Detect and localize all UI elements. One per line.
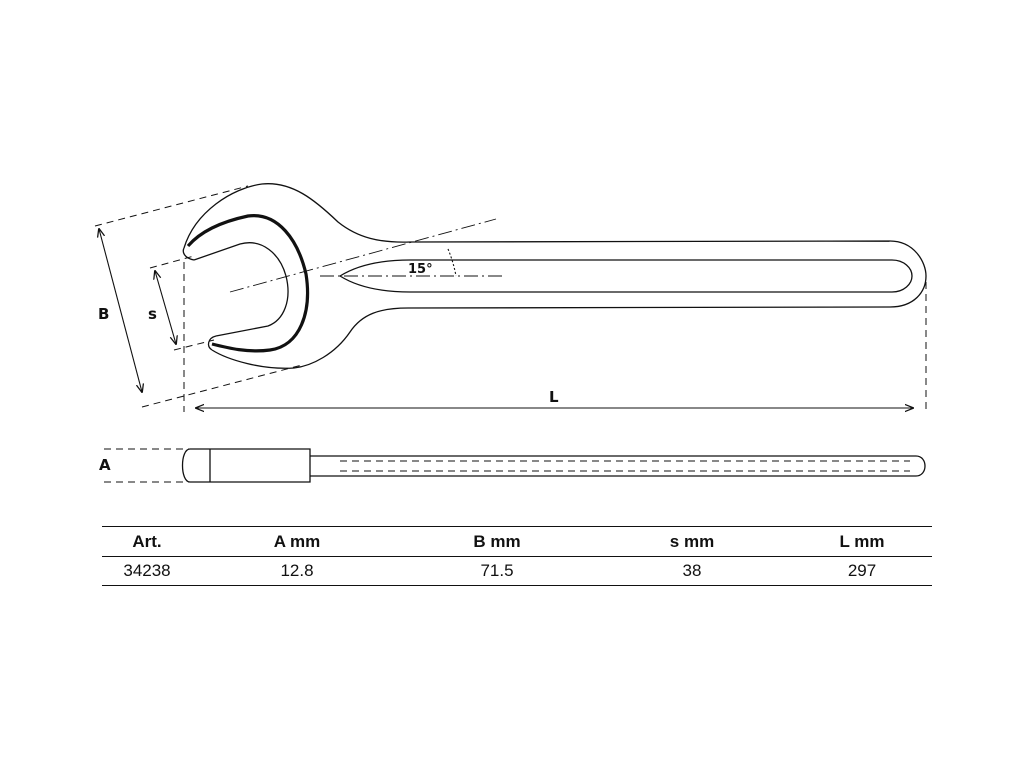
angle-label: 15°: [408, 262, 433, 277]
cell-a: 12.8: [192, 556, 402, 586]
header-a-mm: A mm: [192, 526, 402, 557]
cell-s: 38: [592, 556, 792, 586]
dimension-label-L: L: [549, 388, 559, 406]
table-header-row: Art. A mm B mm s mm L mm: [102, 526, 932, 557]
cell-art: 34238: [102, 556, 192, 586]
angle-arc: [447, 248, 457, 277]
header-s-mm: s mm: [592, 526, 792, 557]
wrench-top-view: [182, 183, 927, 369]
header-art: Art.: [102, 526, 192, 557]
spec-table: Art. A mm B mm s mm L mm 34238 12.8 71.5…: [102, 526, 932, 586]
side-head: [181, 448, 311, 483]
jaw-lower-tip: [207, 335, 217, 351]
wrench-outline: [183, 183, 927, 369]
dimension-label-A: A: [99, 456, 111, 474]
wrench-jaw-opening: [186, 214, 310, 353]
handle-recess: [338, 259, 913, 293]
jaw-upper-face: [193, 242, 289, 337]
jaw-centerline: [229, 218, 497, 293]
dimension-s: s: [148, 255, 215, 351]
cell-l: 297: [792, 556, 932, 586]
wrench-side-view: [181, 448, 926, 483]
dimension-L: L: [183, 262, 927, 412]
dimension-label-B: B: [98, 305, 109, 323]
jaw-upper-tip: [182, 247, 195, 261]
table-row: 34238 12.8 71.5 38 297: [102, 556, 932, 586]
dimension-A: A: [99, 448, 190, 483]
header-b-mm: B mm: [402, 526, 592, 557]
wrench-technical-drawing: 15° B s L A: [94, 183, 927, 483]
cell-b: 71.5: [402, 556, 592, 586]
header-l-mm: L mm: [792, 526, 932, 557]
dimension-B: B: [94, 185, 303, 408]
side-handle: [310, 455, 926, 477]
dimension-label-s: s: [148, 305, 157, 323]
